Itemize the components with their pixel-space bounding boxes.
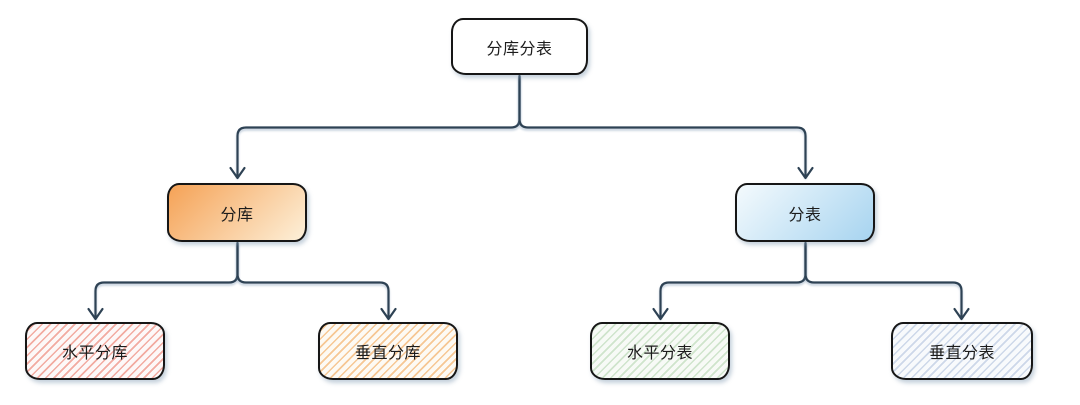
node-horizontal-database-sharding-label: 水平分库: [61, 345, 128, 362]
node-database-sharding: 分库: [167, 183, 307, 242]
node-horizontal-table-sharding: 水平分表: [590, 322, 730, 380]
edge-table-to-vertical-table: [804, 241, 963, 319]
node-vertical-table-sharding-label: 垂直分表: [928, 345, 995, 362]
edge-root-to-table-sharding: [518, 74, 807, 178]
arrowhead-vertical-database: [380, 307, 397, 321]
edge-root-to-database-sharding: [236, 74, 521, 178]
node-vertical-database-sharding: 垂直分库: [318, 322, 458, 380]
node-horizontal-database-sharding: 水平分库: [25, 322, 165, 380]
node-table-sharding: 分表: [735, 183, 875, 242]
edge-database-to-horizontal-database: [94, 241, 239, 319]
node-sharding-overview-label: 分库分表: [486, 40, 553, 58]
node-table-sharding-label: 分表: [788, 206, 822, 224]
node-vertical-table-sharding: 垂直分表: [891, 322, 1033, 380]
node-database-sharding-label: 分库: [220, 206, 254, 224]
edge-database-to-vertical-database: [236, 241, 390, 319]
node-vertical-database-sharding-label: 垂直分库: [354, 345, 421, 362]
arrowhead-horizontal-table: [652, 307, 669, 321]
arrowhead-vertical-table: [953, 307, 970, 321]
arrowhead-table-sharding: [797, 166, 814, 180]
node-sharding-overview: 分库分表: [451, 18, 588, 75]
edge-table-to-horizontal-table: [659, 241, 807, 319]
arrowhead-horizontal-database: [87, 307, 104, 321]
node-horizontal-table-sharding-label: 水平分表: [626, 345, 693, 362]
arrowhead-database-sharding: [229, 166, 246, 180]
